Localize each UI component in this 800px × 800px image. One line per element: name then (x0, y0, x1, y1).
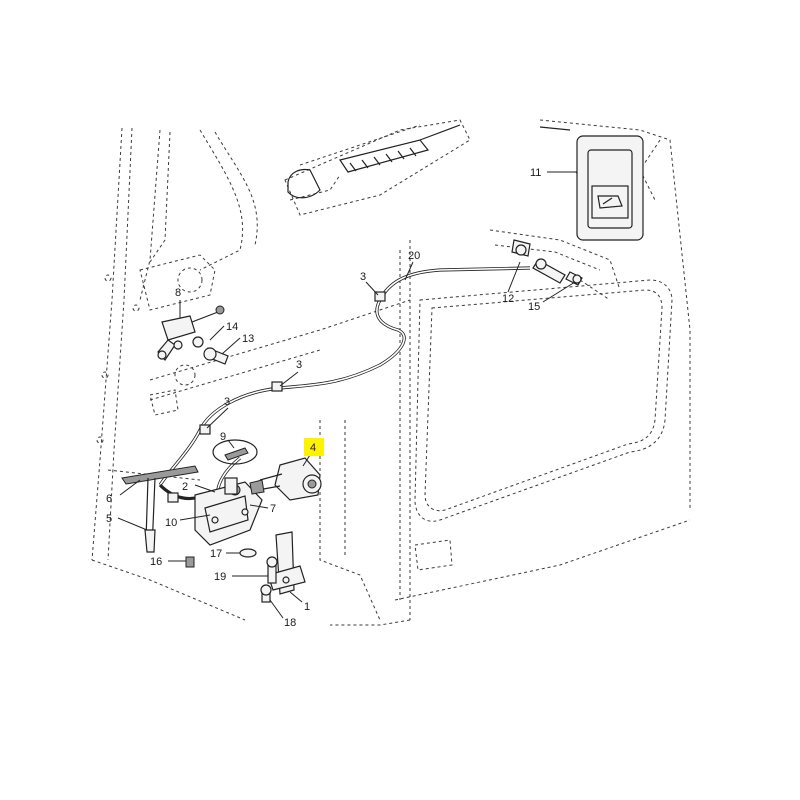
callout-14: 14 (226, 321, 238, 333)
callout-2: 2 (182, 481, 188, 493)
hose-connectors (511, 239, 583, 286)
callout-4: 4 (310, 442, 316, 454)
callout-12: 12 (502, 293, 514, 305)
callout-13: 13 (242, 333, 254, 345)
callout-3: 3 (296, 359, 302, 371)
callout-6: 6 (106, 493, 112, 505)
callout-11: 11 (530, 167, 541, 179)
sensor-part (212, 439, 258, 465)
hose-clip (199, 424, 211, 435)
callout-8: 8 (175, 287, 181, 299)
lower-hardware (185, 531, 306, 603)
callout-20: 20 (408, 250, 420, 262)
callout-16: 16 (150, 556, 162, 568)
bracket-assembly (157, 305, 229, 365)
washer-motor (249, 457, 322, 501)
hose-clip (167, 492, 179, 503)
callout-18: 18 (284, 617, 296, 629)
callout-3: 3 (224, 396, 230, 408)
wiper-arm-blade (121, 465, 199, 553)
callout-3: 3 (360, 271, 366, 283)
callout-highlight (304, 438, 324, 456)
hose-clip (271, 381, 283, 392)
washer-hose (158, 266, 531, 501)
callout-labels: 11 20 3 3 3 8 14 13 12 15 9 4 6 5 2 10 7… (106, 167, 541, 629)
callout-10: 10 (165, 517, 177, 529)
leader-lines (117, 171, 577, 619)
callout-7: 7 (270, 503, 276, 515)
hose-clips (167, 291, 386, 503)
callout-9: 9 (220, 431, 226, 443)
hose-clip (374, 291, 386, 302)
callout-5: 5 (106, 513, 112, 525)
callout-15: 15 (528, 301, 540, 313)
callout-1: 1 (304, 601, 310, 613)
motor-bracket (194, 477, 263, 546)
callout-17: 17 (210, 548, 222, 560)
dashboard-arm (287, 124, 461, 199)
callout-19: 19 (214, 571, 226, 583)
wiper-switch-panel (576, 135, 644, 241)
